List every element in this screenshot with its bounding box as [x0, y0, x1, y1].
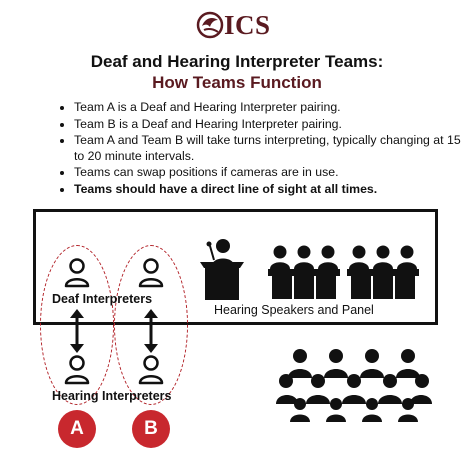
logo-text: ICS — [224, 10, 271, 40]
bullet-item: Team A is a Deaf and Hearing Interpreter… — [74, 100, 474, 116]
bullet-item: Team A and Team B will take turns interp… — [74, 133, 474, 164]
deaf-interpreters-label: Deaf Interpreters — [52, 292, 153, 306]
bullet-list: Team A is a Deaf and Hearing Interpreter… — [60, 100, 474, 199]
team-a-badge: A — [58, 410, 96, 448]
logo-emblem-icon — [196, 11, 224, 39]
audience-crowd-icon — [276, 349, 432, 422]
hearing-interpreters-label: Hearing Interpreters — [52, 389, 172, 403]
panel-table-icon — [347, 245, 419, 299]
team-b-outline — [114, 245, 188, 405]
person-outline-icon — [138, 258, 164, 288]
speakers-panel-label: Hearing Speakers and Panel — [214, 303, 374, 317]
stage-frame — [33, 209, 438, 325]
person-outline-icon — [64, 355, 90, 385]
bullet-item: Team B is a Deaf and Hearing Interpreter… — [74, 117, 474, 133]
double-arrow-icon — [144, 309, 158, 353]
team-b-badge: B — [132, 410, 170, 448]
podium-speaker-icon — [200, 239, 244, 300]
person-outline-icon — [64, 258, 90, 288]
person-outline-icon — [138, 355, 164, 385]
bullet-item-emphasis: Teams should have a direct line of sight… — [74, 182, 474, 198]
double-arrow-icon — [70, 309, 84, 353]
page-title: Deaf and Hearing Interpreter Teams: — [90, 52, 384, 71]
page-subtitle: How Teams Function — [152, 73, 322, 92]
bullet-item: Teams can swap positions if cameras are … — [74, 165, 474, 181]
panel-table-icon — [268, 245, 340, 299]
